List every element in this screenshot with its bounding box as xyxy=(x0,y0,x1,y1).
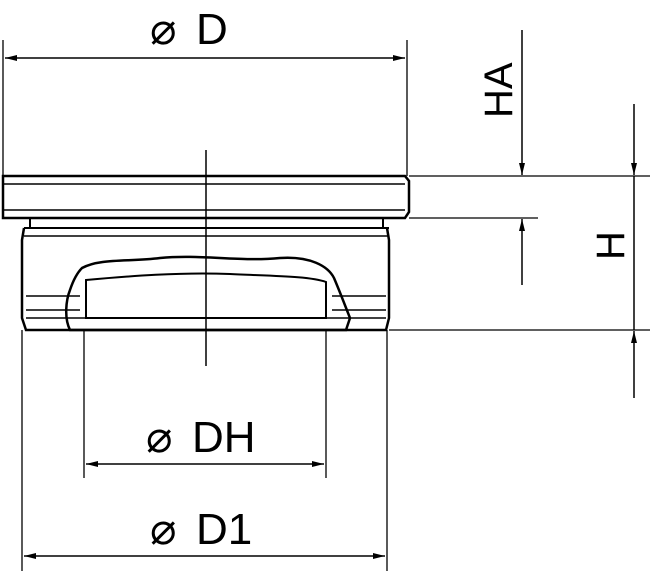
dim-d-label: D xyxy=(196,5,228,54)
top-flange xyxy=(1,174,411,220)
label-d: ⌀ D xyxy=(150,5,228,54)
neck xyxy=(29,218,384,228)
dim-dh-label: DH xyxy=(192,413,256,462)
hex-recess xyxy=(65,255,352,332)
label-d1: ⌀ D1 xyxy=(150,505,252,554)
label-dh: ⌀ DH xyxy=(146,413,256,462)
dimension-lines xyxy=(5,30,637,559)
dim-d1-label: D1 xyxy=(196,505,252,554)
extension-lines xyxy=(2,40,650,571)
diameter-icon: ⌀ xyxy=(146,413,173,462)
diameter-icon: ⌀ xyxy=(150,5,177,54)
dim-ha-label: HA xyxy=(477,62,521,118)
diameter-icon: ⌀ xyxy=(150,505,177,554)
hex-recess-inner xyxy=(85,272,327,319)
dim-h-label: H xyxy=(589,231,633,260)
